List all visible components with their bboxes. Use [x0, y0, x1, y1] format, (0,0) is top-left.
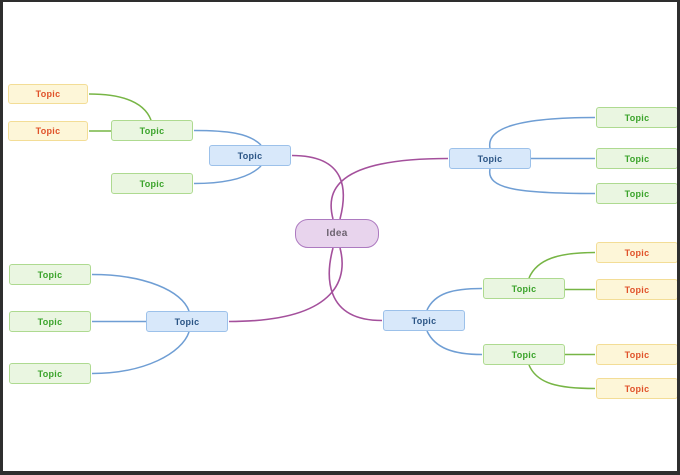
topic-node-topleft-sub1[interactable]: Topic — [111, 120, 193, 141]
edge-idea-to-bottomright — [328, 247, 383, 322]
edge-blmain-to-sub1 — [91, 273, 190, 312]
edge-brsub2-to-leaf4 — [528, 364, 596, 390]
topic-node-bottomright-leaf4[interactable]: Topic — [596, 378, 677, 399]
topic-node-topright-sub2[interactable]: Topic — [596, 148, 677, 169]
edge-brmain-to-sub1 — [426, 287, 483, 311]
connector-layer — [88, 93, 596, 390]
topic-node-bottomright-sub2[interactable]: Topic — [483, 344, 565, 365]
edge-idea-to-bottomleft — [228, 247, 343, 323]
topic-node-bottomright-sub1[interactable]: Topic — [483, 278, 565, 299]
topic-node-topleft-sub2[interactable]: Topic — [111, 173, 193, 194]
edge-trmain-to-sub3 — [489, 168, 596, 195]
topic-node-bottomright-leaf1[interactable]: Topic — [596, 242, 677, 263]
edge-blmain-to-sub3 — [91, 331, 190, 375]
edge-tlmain-to-sub2 — [193, 165, 262, 185]
edge-idea-to-topright — [330, 157, 449, 220]
topic-node-bottomleft-sub1[interactable]: Topic — [9, 264, 91, 285]
edge-trmain-to-sub1 — [489, 116, 596, 149]
topic-node-bottomright-leaf2[interactable]: Topic — [596, 279, 677, 300]
edge-brmain-to-sub2 — [426, 330, 483, 356]
topic-node-topright-sub3[interactable]: Topic — [596, 183, 677, 204]
topic-node-bottomleft-sub3[interactable]: Topic — [9, 363, 91, 384]
edge-tlmain-to-sub1 — [193, 129, 262, 146]
topic-node-topleft-main[interactable]: Topic — [209, 145, 291, 166]
topic-node-topright-sub1[interactable]: Topic — [596, 107, 677, 128]
topic-node-bottomleft-sub2[interactable]: Topic — [9, 311, 91, 332]
edge-idea-to-topleft — [291, 154, 345, 220]
topic-node-bottomright-leaf3[interactable]: Topic — [596, 344, 677, 365]
topic-node-bottomleft-main[interactable]: Topic — [146, 311, 228, 332]
edge-brsub1-to-leaf1 — [528, 251, 596, 279]
topic-node-topleft-leaf2[interactable]: Topic — [8, 121, 88, 141]
topic-node-topright-main[interactable]: Topic — [449, 148, 531, 169]
topic-node-topleft-leaf1[interactable]: Topic — [8, 84, 88, 104]
topic-node-bottomright-main[interactable]: Topic — [383, 310, 465, 331]
edge-tlsub1-to-leaf1 — [88, 93, 152, 121]
central-idea-node[interactable]: Idea — [295, 219, 379, 248]
